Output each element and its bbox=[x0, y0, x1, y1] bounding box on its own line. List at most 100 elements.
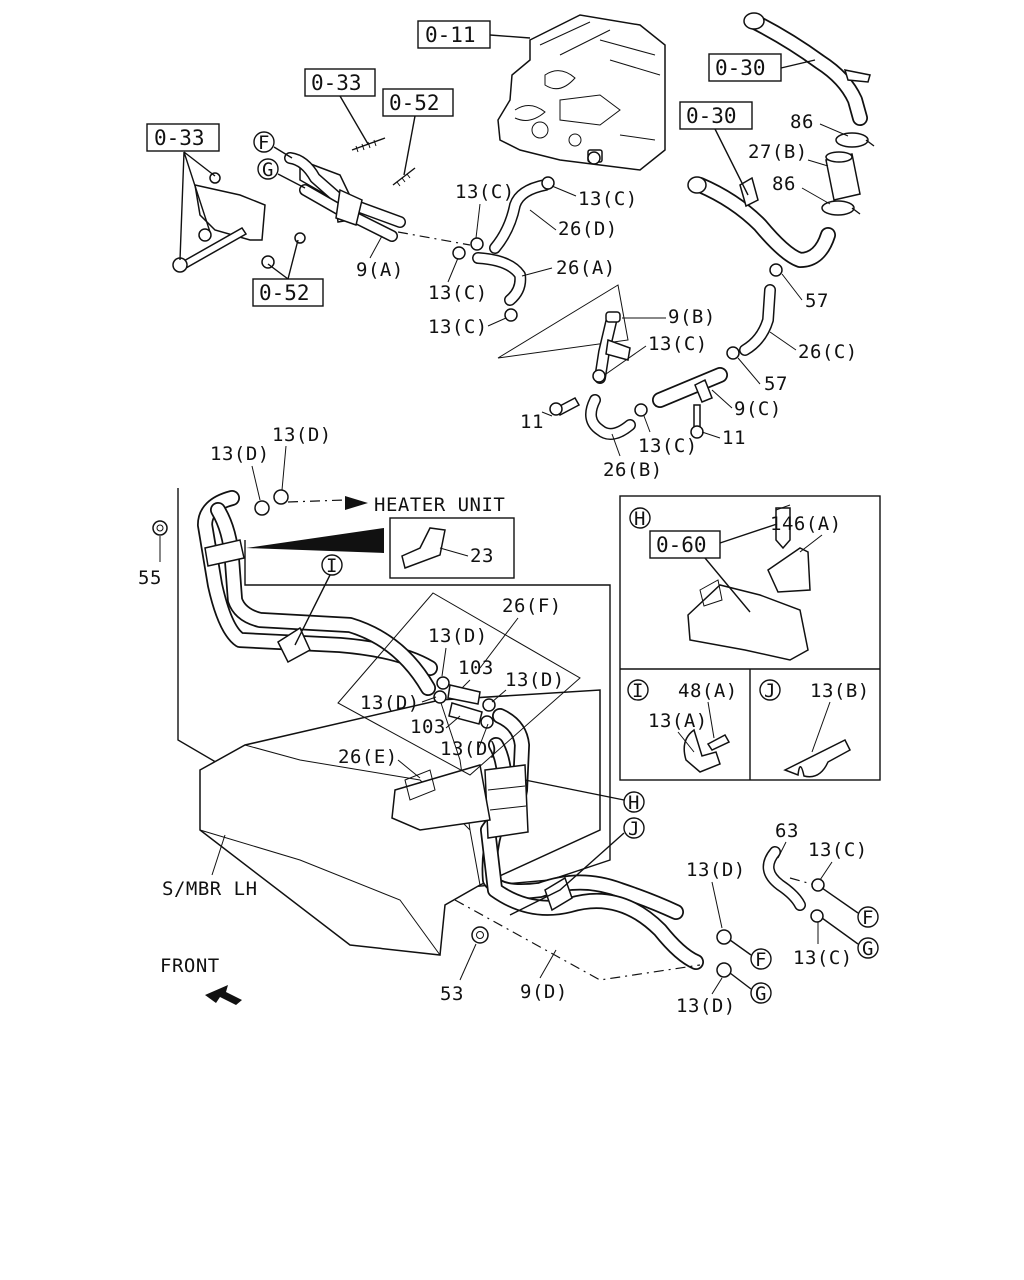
ref-0-52-bottom: 0-52 bbox=[259, 281, 310, 305]
hose-63 bbox=[762, 846, 825, 923]
label-13c-1: 13(C) bbox=[455, 181, 515, 203]
detail-wedge-26f bbox=[337, 592, 581, 776]
label-9b: 9(B) bbox=[668, 306, 716, 328]
label-13d-4: 13(D) bbox=[505, 669, 565, 691]
routing-line-heater bbox=[287, 499, 346, 503]
label-86-top: 86 bbox=[790, 111, 814, 133]
label-26d: 26(D) bbox=[558, 218, 618, 240]
label-86-bottom: 86 bbox=[772, 173, 796, 195]
label-23: 23 bbox=[470, 545, 494, 567]
label-heater-unit: HEATER UNIT bbox=[374, 494, 505, 516]
label-13a: 13(A) bbox=[648, 710, 708, 732]
bracket-26e bbox=[391, 764, 491, 831]
svg-text:I: I bbox=[326, 555, 338, 577]
ref-0-11: 0-11 bbox=[425, 23, 476, 47]
callout-h-detail: H bbox=[629, 507, 651, 530]
ref-0-33-left: 0-33 bbox=[154, 126, 205, 150]
callout-g-right: G bbox=[821, 917, 879, 960]
ref-box-0-33-top: 0-33 bbox=[304, 68, 376, 145]
bolt-11-left bbox=[549, 396, 581, 417]
label-103-top: 103 bbox=[458, 657, 494, 679]
svg-text:F: F bbox=[755, 949, 767, 971]
callout-g-top: G bbox=[257, 158, 306, 189]
svg-text:F: F bbox=[862, 907, 874, 929]
ref-0-30-mid: 0-30 bbox=[686, 104, 737, 128]
ref-0-33-top: 0-33 bbox=[311, 71, 362, 95]
heater-pipe-long-run bbox=[197, 490, 438, 696]
detail-box-23 bbox=[246, 517, 515, 579]
svg-text:G: G bbox=[862, 938, 874, 960]
callout-g-bottom: G bbox=[729, 972, 772, 1005]
ref-0-60: 0-60 bbox=[656, 533, 707, 557]
nut-53 bbox=[471, 926, 489, 944]
svg-text:G: G bbox=[755, 983, 767, 1005]
hose-27b bbox=[825, 151, 861, 201]
label-55: 55 bbox=[138, 567, 162, 589]
label-63: 63 bbox=[775, 820, 799, 842]
hose-26d bbox=[489, 179, 551, 254]
stud-bolt-0-33 bbox=[351, 137, 386, 153]
label-26e: 26(E) bbox=[338, 746, 398, 768]
svg-text:F: F bbox=[258, 132, 270, 154]
label-9c: 9(C) bbox=[734, 398, 782, 420]
svg-text:G: G bbox=[262, 159, 274, 181]
svg-text:I: I bbox=[632, 680, 644, 702]
svg-text:H: H bbox=[634, 508, 646, 530]
label-13d-7: 13(D) bbox=[686, 859, 746, 881]
hose-26c bbox=[726, 263, 783, 360]
clamps-13d-heater-unit bbox=[254, 489, 289, 516]
routing-line-upper bbox=[397, 231, 471, 246]
pipe-9b bbox=[592, 311, 631, 384]
label-13d-8: 13(D) bbox=[676, 995, 736, 1017]
label-11-right: 11 bbox=[722, 427, 746, 449]
label-13c-8: 13(C) bbox=[793, 947, 853, 969]
label-13d-5: 13(D) bbox=[360, 692, 420, 714]
label-9d: 9(D) bbox=[520, 981, 568, 1003]
pipe-bracket-left bbox=[172, 172, 266, 273]
label-13c-4: 13(C) bbox=[428, 316, 488, 338]
callout-h-main: H bbox=[524, 779, 645, 814]
ref-box-0-52-top: 0-52 bbox=[382, 88, 454, 176]
water-pipe-upper bbox=[743, 12, 871, 126]
label-13d-3: 13(D) bbox=[428, 625, 488, 647]
label-11-left: 11 bbox=[520, 411, 544, 433]
label-48a: 48(A) bbox=[678, 680, 738, 702]
ref-box-0-60: 0-60 bbox=[649, 523, 778, 613]
ref-box-0-52-bottom: 0-52 bbox=[252, 239, 324, 307]
label-26a: 26(A) bbox=[556, 257, 616, 279]
svg-text:J: J bbox=[628, 818, 640, 840]
label-57-bottom: 57 bbox=[764, 373, 788, 395]
callout-i-detail: I bbox=[627, 679, 649, 702]
bolt-11-right bbox=[690, 404, 704, 439]
hose-103-lower bbox=[448, 698, 496, 729]
svg-text:H: H bbox=[628, 792, 640, 814]
label-9a: 9(A) bbox=[356, 259, 404, 281]
label-26c: 26(C) bbox=[798, 341, 858, 363]
label-146a: 146(A) bbox=[770, 513, 842, 535]
clamps-13d-right bbox=[716, 929, 732, 978]
label-57-top: 57 bbox=[805, 290, 829, 312]
detail-panel bbox=[619, 495, 881, 781]
callout-j-detail: J bbox=[759, 679, 781, 702]
arrow-to-heater-unit bbox=[345, 496, 368, 510]
label-13c-3: 13(C) bbox=[428, 282, 488, 304]
label-26f: 26(F) bbox=[502, 595, 562, 617]
nut-55 bbox=[152, 520, 168, 536]
label-13d-6: 13(D) bbox=[440, 738, 500, 760]
heater-pipe-front-section bbox=[480, 708, 704, 970]
ref-box-0-11: 0-11 bbox=[417, 20, 531, 49]
callout-f-right: F bbox=[821, 887, 879, 929]
hose-clamp-86-top bbox=[835, 132, 875, 148]
callout-f-top: F bbox=[253, 131, 293, 159]
hose-clamp-86-bottom bbox=[821, 200, 861, 216]
pipe-9c bbox=[652, 367, 728, 408]
front-arrow bbox=[205, 985, 242, 1005]
clamps-13c-upper bbox=[452, 151, 601, 322]
ref-0-30-top: 0-30 bbox=[715, 56, 766, 80]
callout-j-main: J bbox=[509, 817, 645, 916]
hose-103-upper bbox=[433, 676, 481, 705]
ref-box-0-33-left: 0-33 bbox=[146, 123, 220, 261]
label-13b: 13(B) bbox=[810, 680, 870, 702]
label-53: 53 bbox=[440, 983, 464, 1005]
